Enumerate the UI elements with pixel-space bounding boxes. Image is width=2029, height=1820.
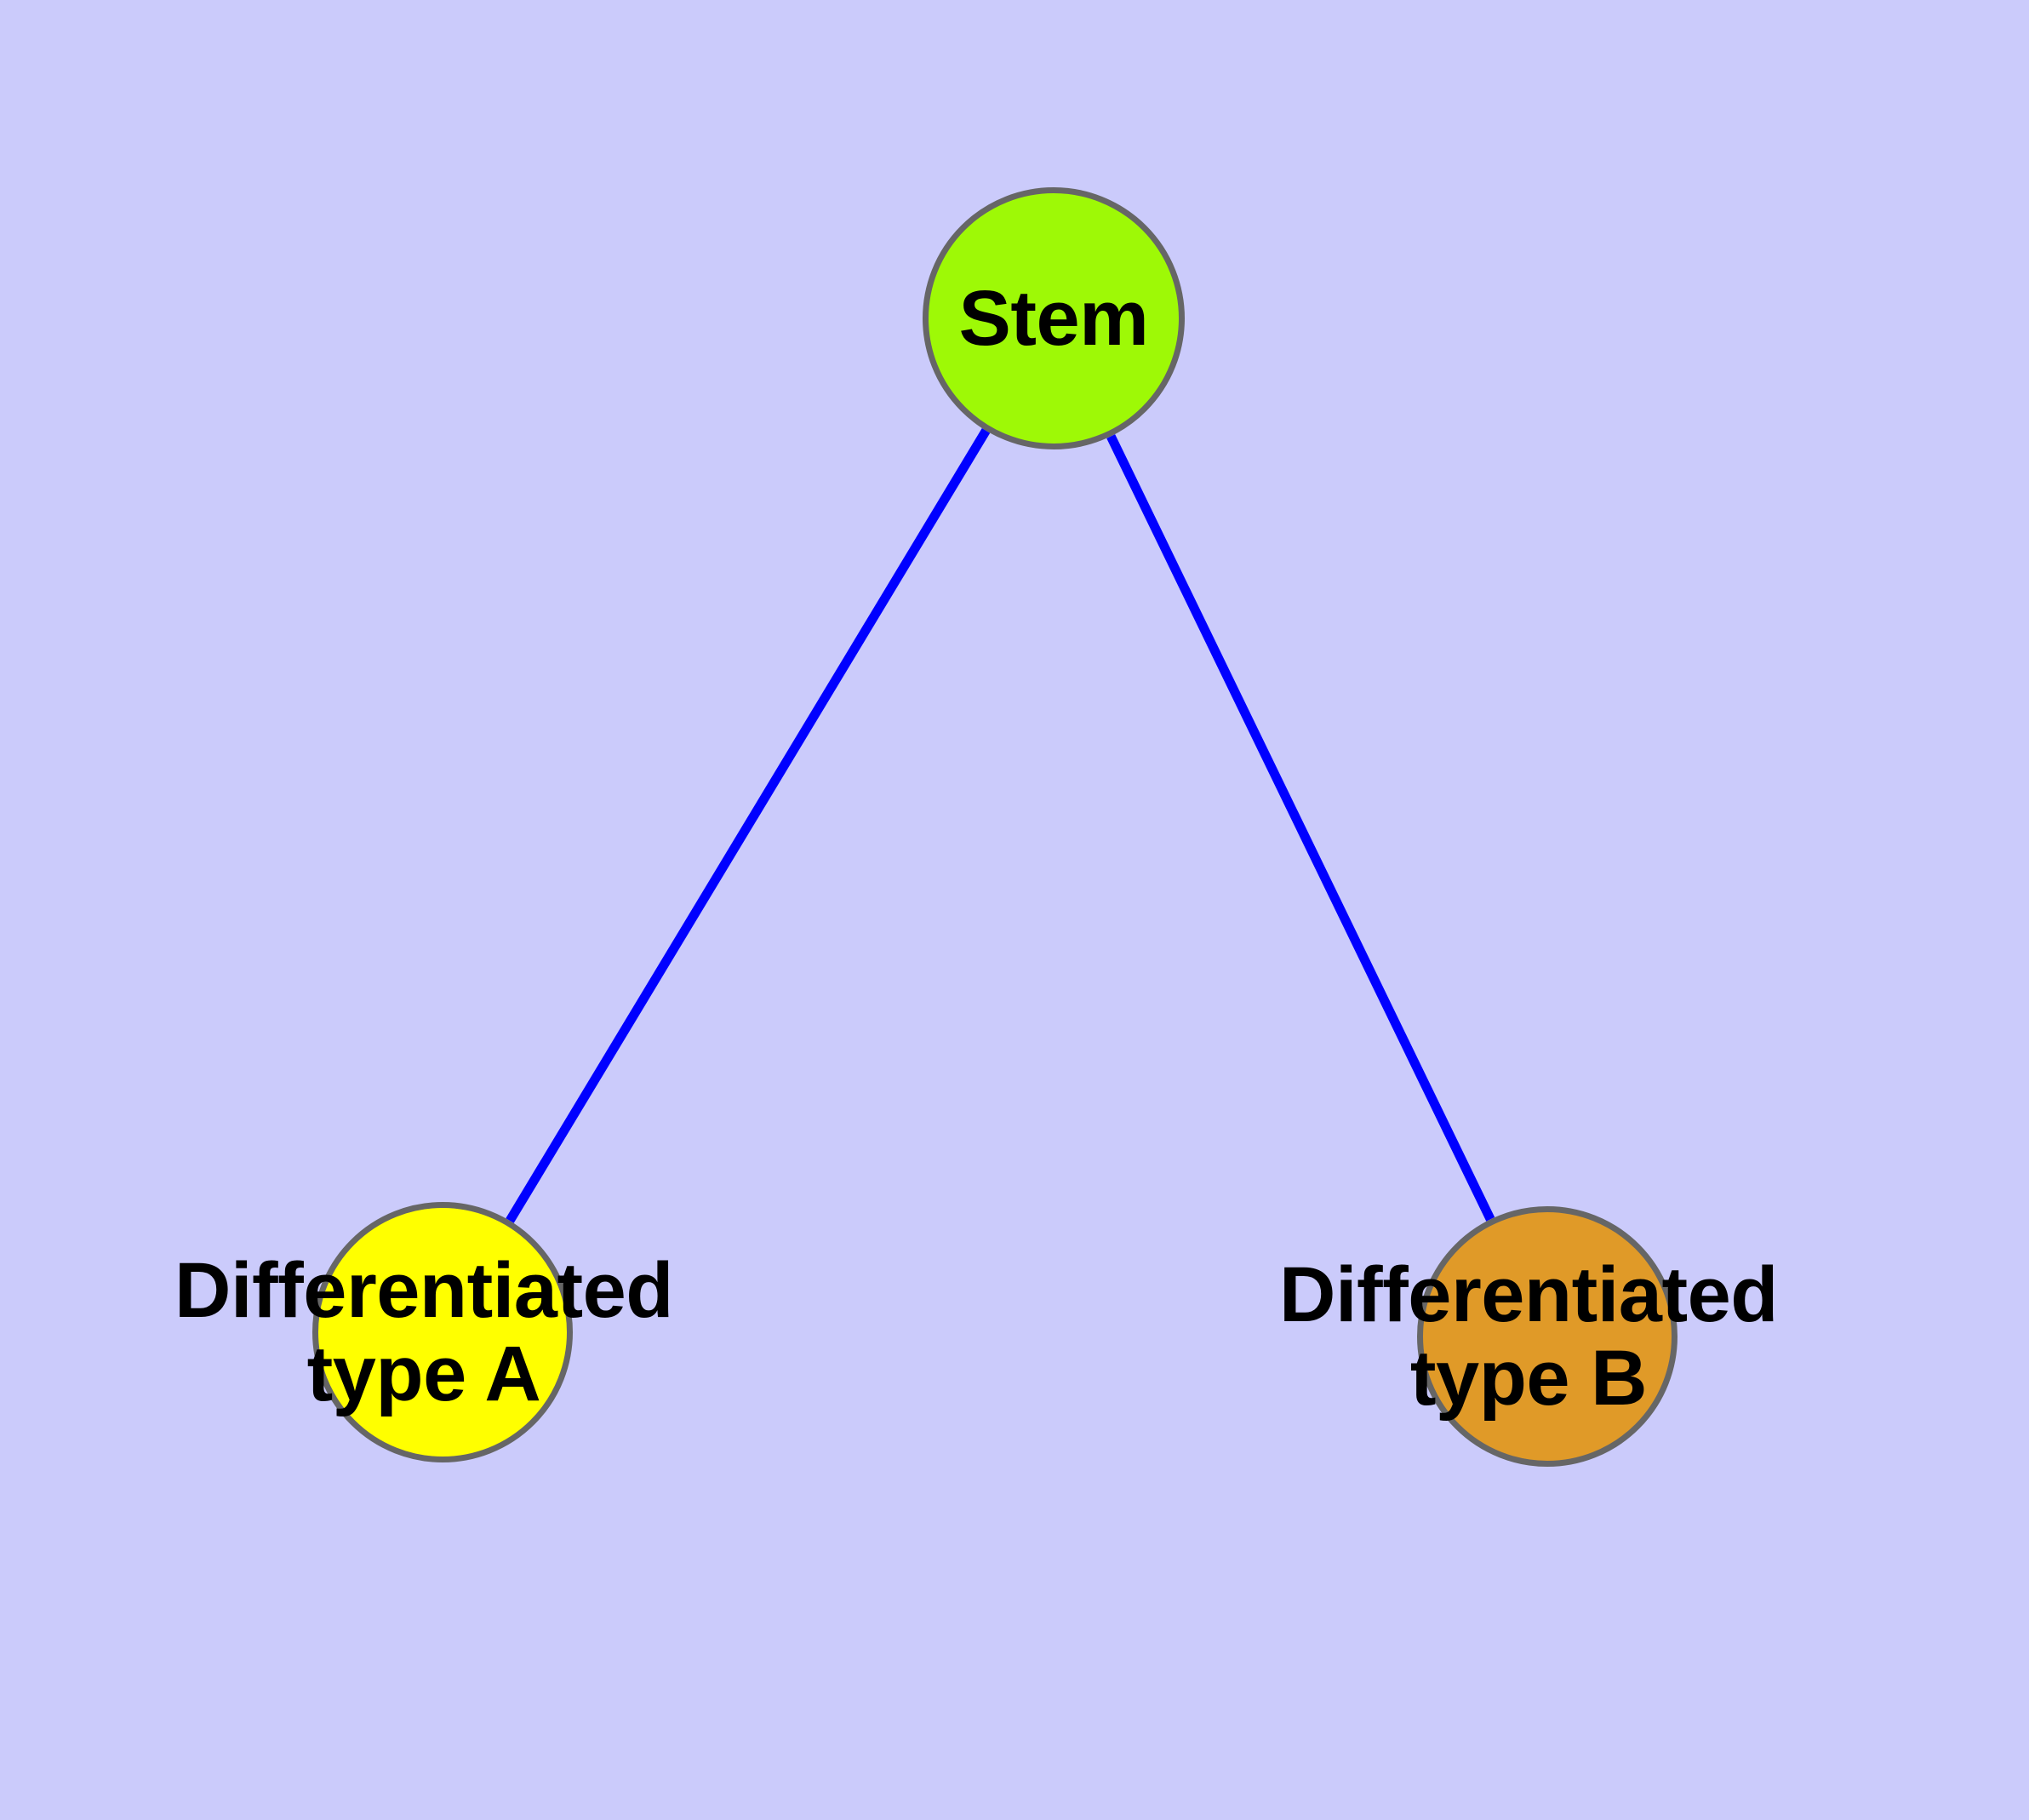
node-diff_a[interactable] [312,1202,573,1462]
node-diff_b[interactable] [1417,1206,1677,1467]
node-stem[interactable] [923,187,1185,449]
edge-stem-to-diff_a [506,428,991,1223]
edge-stem-to-diff_b [1106,434,1495,1222]
